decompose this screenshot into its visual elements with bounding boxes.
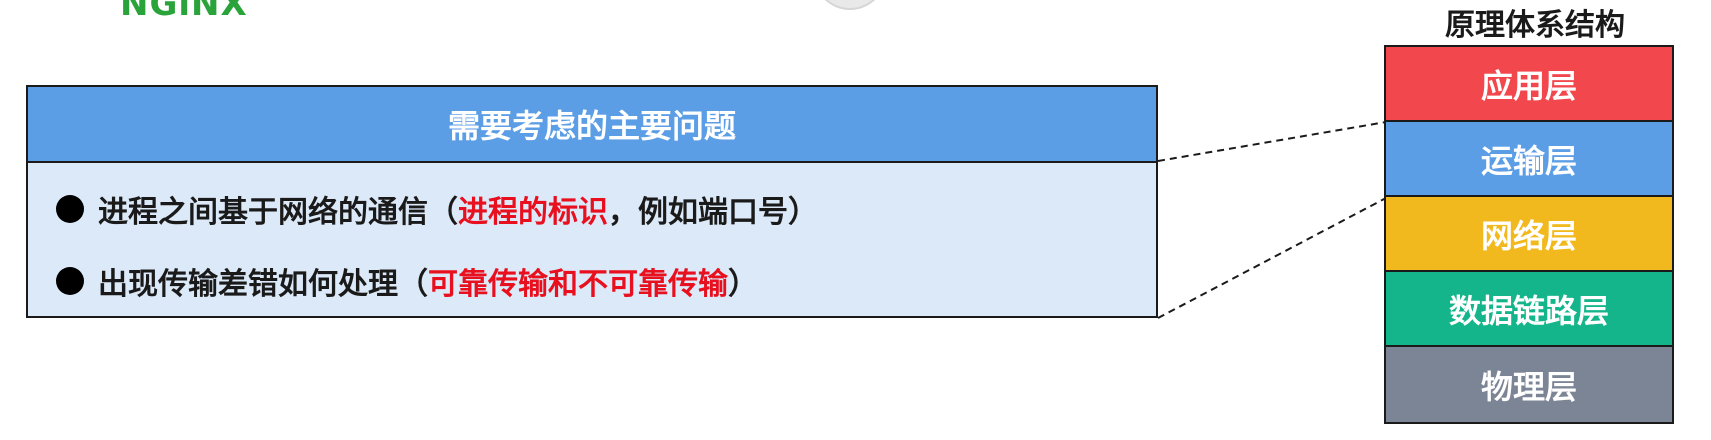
connector-bottom-line [1157, 197, 1387, 319]
layer-stack: 应用层 运输层 网络层 数据链路层 物理层 [1384, 45, 1674, 424]
architecture-title: 原理体系结构 [1445, 8, 1625, 43]
issues-title: 需要考虑的主要问题 [28, 87, 1156, 163]
issue-item-2-tail: ） [728, 267, 758, 302]
issue-item-2: 出现传输差错如何处理（ 可靠传输和不可靠传输 ） [56, 259, 758, 303]
connector-top-line [1157, 121, 1387, 162]
issue-item-1-text: 进程之间基于网络的通信（ [98, 195, 458, 230]
issue-item-1-highlight: 进程的标识 [458, 195, 608, 230]
issue-item-2-highlight: 可靠传输和不可靠传输 [428, 267, 728, 302]
issues-box: 需要考虑的主要问题 进程之间基于网络的通信（ 进程的标识 ，例如端口号） 出现传… [26, 85, 1158, 318]
issue-item-1-tail: ，例如端口号） [608, 195, 818, 230]
bullet-icon [56, 195, 84, 223]
issue-item-1: 进程之间基于网络的通信（ 进程的标识 ，例如端口号） [56, 187, 818, 231]
layer-application: 应用层 [1386, 47, 1672, 122]
layer-network: 网络层 [1386, 197, 1672, 272]
layer-transport: 运输层 [1386, 122, 1672, 197]
layer-data-link: 数据链路层 [1386, 272, 1672, 347]
nginx-logo: NGiNX [120, 0, 248, 24]
bullet-icon [56, 267, 84, 295]
circle-decoration [812, 0, 888, 10]
layer-physical: 物理层 [1386, 347, 1672, 422]
issue-item-2-text: 出现传输差错如何处理（ [98, 267, 428, 302]
